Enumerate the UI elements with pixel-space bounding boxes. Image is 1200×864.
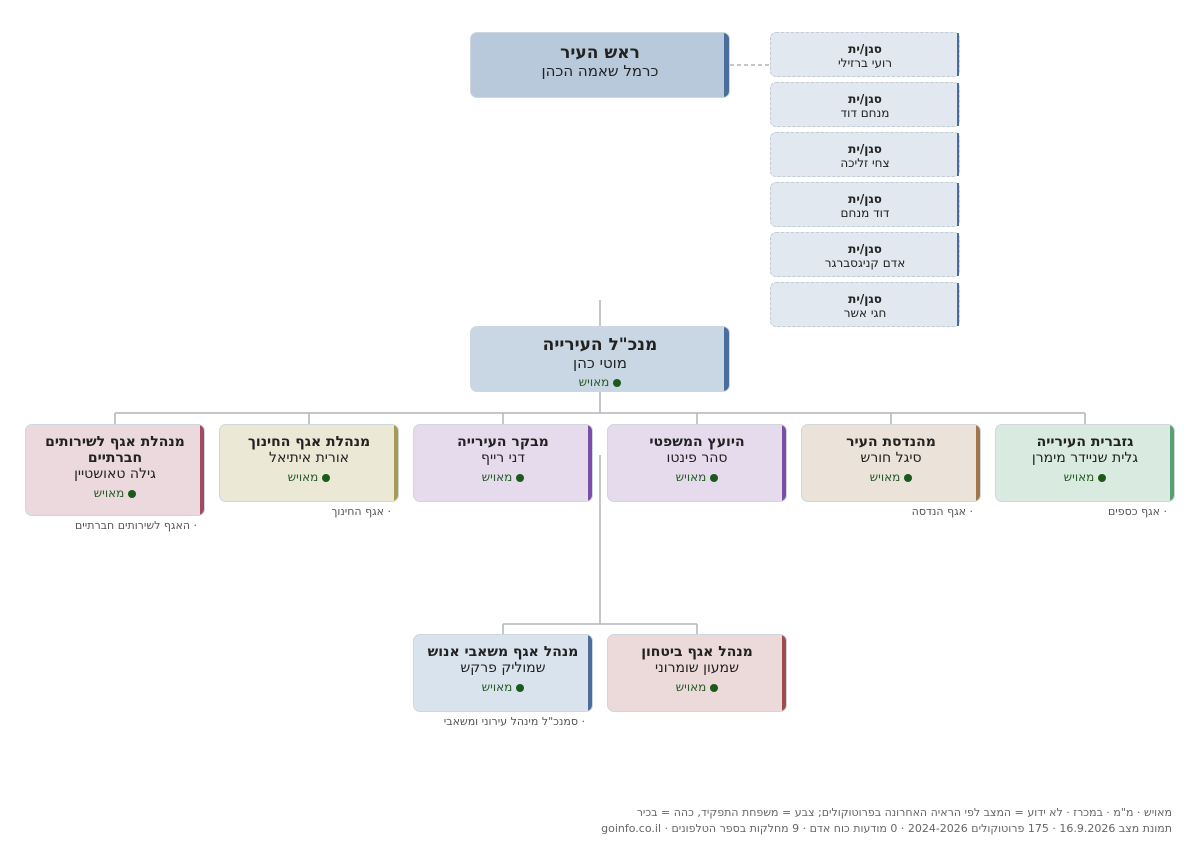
department-person: סיגל חורש bbox=[860, 450, 922, 466]
deputy-person: צחי זליכה bbox=[840, 156, 890, 170]
deputy-box[interactable]: סגן/ית מנחם דוד bbox=[770, 82, 960, 127]
department-title: היועץ המשפטי bbox=[649, 434, 745, 450]
legend-text: מאויש · מ"מ · במכרז · לא ידוע = המצב לפי… bbox=[636, 806, 1172, 819]
department-box[interactable]: מנהלת אגף לשירותים חברתיים גילה טאושטיין… bbox=[25, 424, 205, 516]
status-badge: מאויש bbox=[608, 469, 786, 485]
deputy-title: סגן/ית bbox=[848, 142, 882, 156]
department-title: גזברית העירייה bbox=[1036, 434, 1134, 450]
deputy-title: סגן/ית bbox=[848, 192, 882, 206]
deputy-box[interactable]: סגן/ית צחי זליכה bbox=[770, 132, 960, 177]
ceo-box[interactable]: מנכ"ל העירייה מוטי כהן מאויש bbox=[470, 326, 730, 392]
status-badge: מאויש bbox=[414, 469, 592, 485]
department-box[interactable]: מנהלת אגף החינוך אורית איתיאל מאויש bbox=[219, 424, 399, 502]
status-dot-icon bbox=[516, 683, 525, 692]
department-title: מנהל אגף משאבי אנוש bbox=[427, 644, 579, 660]
status-dot-icon bbox=[710, 683, 719, 692]
deputy-box[interactable]: סגן/ית דוד מנחם bbox=[770, 182, 960, 227]
status-badge: מאויש bbox=[220, 469, 398, 485]
deputy-box[interactable]: סגן/ית רועי ברזילי bbox=[770, 32, 960, 77]
status-dot-icon bbox=[710, 473, 719, 482]
status-badge: מאויש bbox=[608, 679, 786, 695]
status-dot-icon bbox=[613, 378, 622, 387]
status-badge: מאויש bbox=[471, 374, 729, 390]
deputy-box[interactable]: סגן/ית חגי אשר bbox=[770, 282, 960, 327]
department-note: · אגף החינוך bbox=[331, 505, 391, 518]
status-badge: מאויש bbox=[414, 679, 592, 695]
deputy-title: סגן/ית bbox=[848, 92, 882, 106]
department-person: סהר פינטו bbox=[666, 450, 728, 466]
department-person: שמעון שומרוני bbox=[655, 660, 739, 676]
status-dot-icon bbox=[128, 489, 137, 498]
department-title: מנהל אגף ביטחון bbox=[641, 644, 753, 660]
snapshot-info: תמונת מצב 16.9.2026 · 175 פרוטוקולים 202… bbox=[601, 822, 1172, 835]
mayor-title: ראש העיר bbox=[560, 43, 640, 63]
sub-department-box[interactable]: מנהל אגף ביטחון שמעון שומרוני מאויש bbox=[607, 634, 787, 712]
department-title: מנהלת אגף לשירותים חברתיים bbox=[45, 434, 185, 466]
department-title: מבקר העירייה bbox=[457, 434, 549, 450]
department-person: גלית שניידר מימרן bbox=[1031, 450, 1139, 466]
department-person: גילה טאושטיין bbox=[74, 466, 156, 482]
department-person: אורית איתיאל bbox=[269, 450, 349, 466]
department-title: מנהלת אגף החינוך bbox=[247, 434, 371, 450]
deputy-title: סגן/ית bbox=[848, 42, 882, 56]
sub-department-box[interactable]: מנהל אגף משאבי אנוש שמוליק פרקש מאויש bbox=[413, 634, 593, 712]
deputy-person: רועי ברזילי bbox=[837, 56, 893, 70]
status-badge: מאויש bbox=[996, 469, 1174, 485]
status-dot-icon bbox=[322, 473, 331, 482]
department-note: · האגף לשירותים חברתיים bbox=[75, 519, 197, 532]
ceo-person: מוטי כהן bbox=[573, 354, 627, 372]
department-title: מהנדסת העיר bbox=[846, 434, 936, 450]
ceo-accent bbox=[724, 327, 729, 391]
department-note: · אגף הנדסה bbox=[911, 505, 973, 518]
department-box[interactable]: מבקר העירייה דני רייף מאויש bbox=[413, 424, 593, 502]
deputy-person: אדם קניגסברגר bbox=[824, 256, 906, 270]
status-dot-icon bbox=[516, 473, 525, 482]
deputy-person: דוד מנחם bbox=[840, 206, 890, 220]
ceo-title: מנכ"ל העירייה bbox=[542, 335, 658, 355]
status-dot-icon bbox=[904, 473, 913, 482]
department-box[interactable]: היועץ המשפטי סהר פינטו מאויש bbox=[607, 424, 787, 502]
department-person: שמוליק פרקש bbox=[460, 660, 546, 676]
mayor-box[interactable]: ראש העיר כרמל שאמה הכהן bbox=[470, 32, 730, 98]
department-box[interactable]: מהנדסת העיר סיגל חורש מאויש bbox=[801, 424, 981, 502]
department-note: · סמנכ"ל מינהל עירוני ומשאבי bbox=[443, 715, 585, 728]
deputy-title: סגן/ית bbox=[848, 242, 882, 256]
status-badge: מאויש bbox=[802, 469, 980, 485]
status-dot-icon bbox=[1098, 473, 1107, 482]
department-box[interactable]: גזברית העירייה גלית שניידר מימרן מאויש bbox=[995, 424, 1175, 502]
department-note: · אגף כספים bbox=[1108, 505, 1167, 518]
deputy-title: סגן/ית bbox=[848, 292, 882, 306]
mayor-person: כרמל שאמה הכהן bbox=[541, 62, 659, 80]
deputy-person: מנחם דוד bbox=[840, 106, 890, 120]
status-badge: מאויש bbox=[26, 485, 204, 501]
deputy-box[interactable]: סגן/ית אדם קניגסברגר bbox=[770, 232, 960, 277]
mayor-accent bbox=[724, 33, 729, 97]
department-person: דני רייף bbox=[481, 450, 525, 466]
deputy-person: חגי אשר bbox=[843, 306, 887, 320]
